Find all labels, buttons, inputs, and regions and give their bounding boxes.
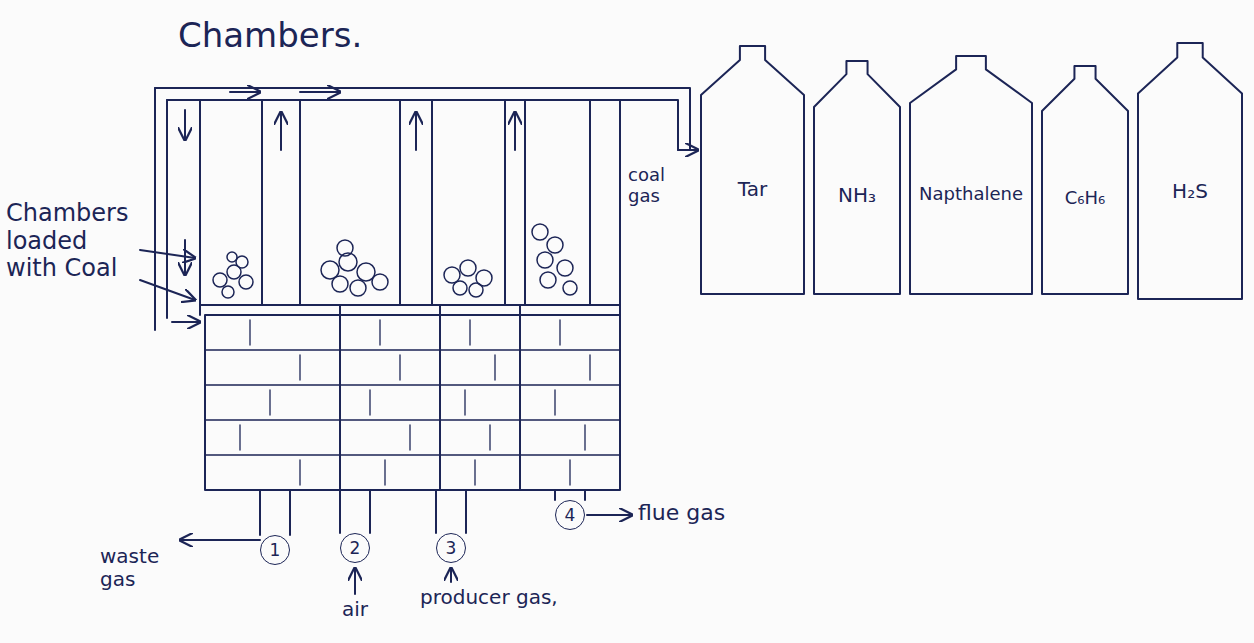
checker-brick [205, 350, 620, 455]
oven-wall [200, 305, 620, 315]
regenerator [205, 315, 620, 490]
tank-label: NH₃ [838, 183, 876, 207]
port-duct [340, 490, 370, 533]
flow-arrow [184, 110, 186, 140]
product-tank: H₂S [1137, 42, 1243, 300]
label-text: flue gas [638, 500, 748, 525]
regenerator-divider [340, 305, 520, 490]
tank-outline [813, 60, 901, 295]
port-number: 1 [260, 535, 290, 565]
label-text: air [342, 598, 402, 621]
coal-gas-arrow [678, 149, 698, 151]
air-arrow [354, 568, 356, 594]
gas-main [155, 88, 690, 150]
product-tank: Tar [700, 45, 805, 295]
tank-label: H₂S [1172, 179, 1208, 203]
label-text: coal gas [628, 165, 690, 206]
tank-outline [1137, 42, 1243, 300]
gas-main [167, 100, 678, 150]
flue-gas-arrow [587, 514, 632, 516]
producer-gas-arrow [450, 568, 452, 582]
coal-charge [213, 224, 577, 298]
port-duct [260, 490, 290, 535]
flow-arrow [230, 91, 260, 93]
heating-flue [262, 100, 300, 305]
tank-label: C₆H₆ [1065, 187, 1106, 208]
waste-gas-arrow [180, 539, 260, 541]
heating-flue [505, 100, 525, 305]
product-tank: C₆H₆ [1041, 65, 1129, 295]
leader-arrow [140, 250, 195, 258]
callout-number: 2 [350, 538, 361, 558]
leader-arrow [140, 280, 195, 300]
label-text: producer gas, [420, 586, 590, 609]
heating-flue [400, 100, 432, 305]
flow-arrow [280, 112, 282, 150]
label-text: Chambers loaded with Coal [6, 200, 138, 283]
port-number: 3 [436, 533, 466, 563]
callout-number: 1 [270, 540, 281, 560]
port-number: 4 [555, 500, 585, 530]
tank-label: Tar [738, 177, 767, 201]
checker-brick [240, 320, 590, 485]
callout-number: 4 [565, 505, 576, 525]
product-tank: Napthalene [909, 55, 1033, 295]
label-text: Chambers. [178, 16, 378, 55]
port-number: 2 [340, 533, 370, 563]
label-text: waste gas [100, 545, 176, 591]
tank-outline [1041, 65, 1129, 295]
heating-flue [589, 100, 591, 305]
tank-outline [909, 55, 1033, 295]
port-duct [555, 490, 585, 500]
product-tank: NH₃ [813, 60, 901, 295]
port-duct [436, 490, 466, 533]
flow-arrow [514, 112, 516, 150]
flow-arrow [415, 112, 417, 150]
flow-arrow [172, 321, 200, 323]
tank-label: Napthalene [919, 183, 1023, 204]
flow-arrow [300, 91, 340, 93]
callout-number: 3 [446, 538, 457, 558]
flue-wall [154, 88, 156, 330]
flue-wall [166, 100, 168, 318]
oven-wall [200, 100, 620, 305]
tank-outline [700, 45, 805, 295]
